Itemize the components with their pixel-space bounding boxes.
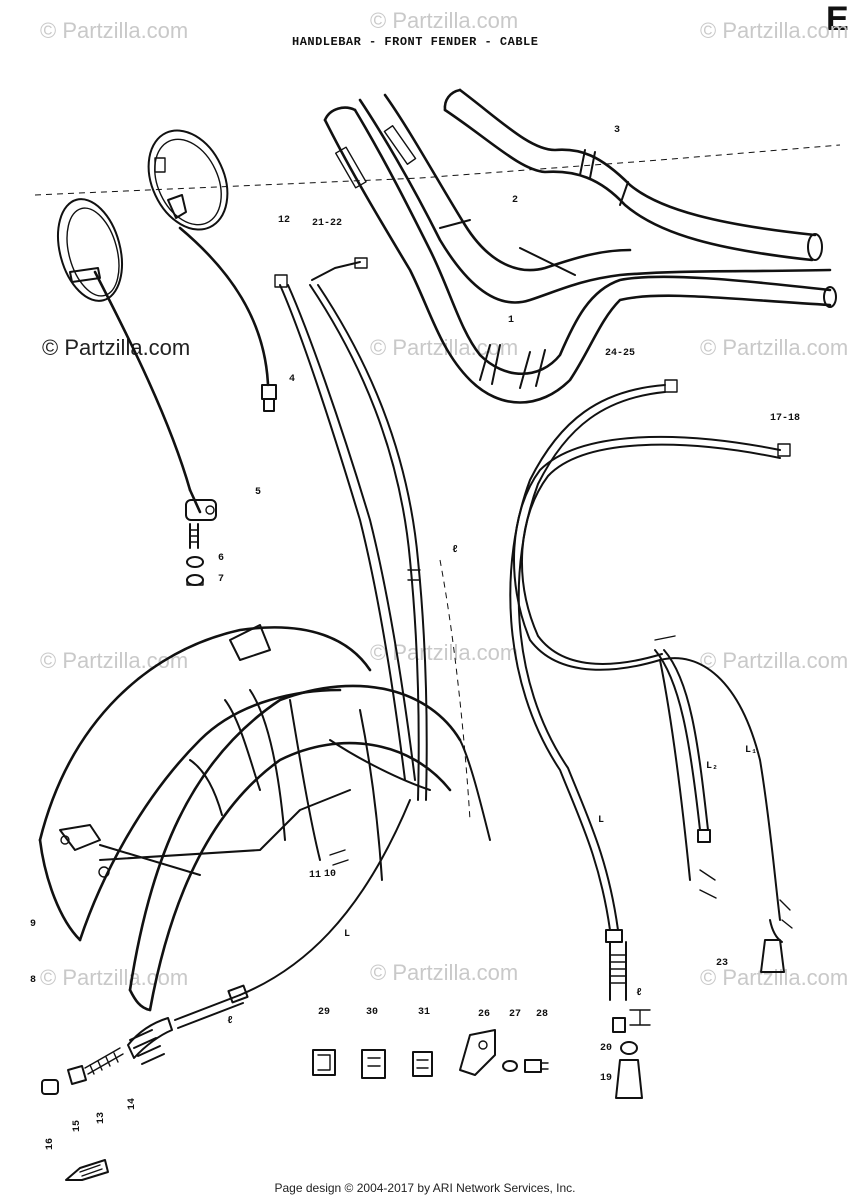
watermark: © Partzilla.com	[370, 960, 518, 985]
callout-19: 19	[600, 1073, 612, 1084]
brake-adjuster-nut	[41, 1065, 87, 1095]
callout-l-right: ℓ	[636, 988, 642, 999]
callout-1: 1	[508, 315, 514, 326]
callout-16: 16	[45, 1138, 56, 1150]
section-letter: E	[826, 0, 849, 38]
watermark: © Partzilla.com	[700, 335, 848, 360]
callout-L2: L₂	[706, 761, 718, 772]
brake-spring	[84, 1017, 173, 1075]
callout-23: 23	[716, 958, 728, 969]
callout-21-22: 21-22	[312, 218, 342, 229]
callout-24-25: 24-25	[605, 348, 635, 359]
clamp-part-30	[361, 1049, 386, 1079]
cable-dimension-marks	[439, 559, 793, 1026]
callout-4: 4	[289, 374, 295, 385]
watermarks: © Partzilla.com © Partzilla.com © Partzi…	[40, 8, 848, 990]
callout-31: 31	[418, 1007, 430, 1018]
callout-27: 27	[509, 1009, 521, 1020]
watermark: © Partzilla.com	[40, 965, 188, 990]
callout-l-upper: ℓ	[452, 545, 458, 556]
callout-13: 13	[96, 1112, 107, 1124]
callout-15: 15	[72, 1120, 83, 1132]
clamp-part-29	[312, 1049, 336, 1076]
meter-cable[interactable]	[512, 435, 791, 943]
reference-line	[34, 144, 841, 196]
callout-26: 26	[478, 1009, 490, 1020]
callout-8: 8	[30, 975, 36, 986]
callout-3: 3	[614, 125, 620, 136]
callout-6: 6	[218, 553, 224, 564]
watermark: © Partzilla.com	[40, 18, 188, 43]
clamp-part-31	[412, 1051, 433, 1077]
callout-9: 9	[30, 919, 36, 930]
clutch-cable[interactable]	[509, 379, 678, 1033]
callout-l-lower: ℓ	[227, 1016, 233, 1027]
handlebar-lower[interactable]	[323, 106, 837, 404]
brake-cable-left[interactable]	[274, 274, 416, 781]
watermark: © Partzilla.com	[700, 965, 848, 990]
watermark: © Partzilla.com	[42, 335, 190, 360]
mirror-nut-washer	[186, 556, 204, 586]
watermark: © Partzilla.com	[370, 640, 518, 665]
callout-L1: L₁	[745, 745, 757, 756]
callout-17-18: 17-18	[770, 413, 800, 424]
watermark: © Partzilla.com	[700, 18, 848, 43]
callout-5: 5	[255, 487, 261, 498]
throttle-cable[interactable]	[309, 257, 428, 801]
fender-brace[interactable]	[99, 689, 351, 866]
callout-28: 28	[536, 1009, 548, 1020]
callout-2: 2	[512, 195, 518, 206]
mirror-left[interactable]	[48, 192, 217, 549]
callout-10: 10	[324, 869, 336, 880]
watermark: © Partzilla.com	[700, 648, 848, 673]
page-footer: Page design © 2004-2017 by ARI Network S…	[274, 1181, 575, 1195]
handlebar-upper[interactable]	[443, 88, 823, 262]
handlebar-middle[interactable]	[358, 93, 832, 304]
bolt-part-27-28	[502, 1059, 549, 1073]
boot-part-23	[760, 939, 785, 973]
brake-cable-lower[interactable]	[174, 799, 411, 1029]
watermark: © Partzilla.com	[370, 8, 518, 33]
handlebar-grip-bands	[439, 219, 576, 276]
callout-11: 11	[309, 870, 321, 881]
callout-20: 20	[600, 1043, 612, 1054]
direction-arrow	[65, 1159, 109, 1181]
diagram-title: HANDLEBAR - FRONT FENDER - CABLE	[292, 35, 538, 49]
callout-30: 30	[366, 1007, 378, 1018]
watermark: © Partzilla.com	[370, 335, 518, 360]
callout-L-main: L	[344, 929, 350, 940]
front-fender[interactable]	[38, 624, 491, 1012]
callout-L-cable: L	[598, 815, 604, 826]
mirror-right[interactable]	[133, 118, 277, 412]
bracket-part-28	[459, 1029, 496, 1076]
callout-29: 29	[318, 1007, 330, 1018]
callout-7: 7	[218, 574, 224, 585]
boot-part-26-19	[615, 1041, 643, 1099]
callout-14: 14	[127, 1098, 138, 1110]
callout-labels: 1 2 3 4 5 6 7 8 9 10 11 12 13 14 15 16 1…	[30, 125, 800, 1150]
callout-12: 12	[278, 215, 290, 226]
